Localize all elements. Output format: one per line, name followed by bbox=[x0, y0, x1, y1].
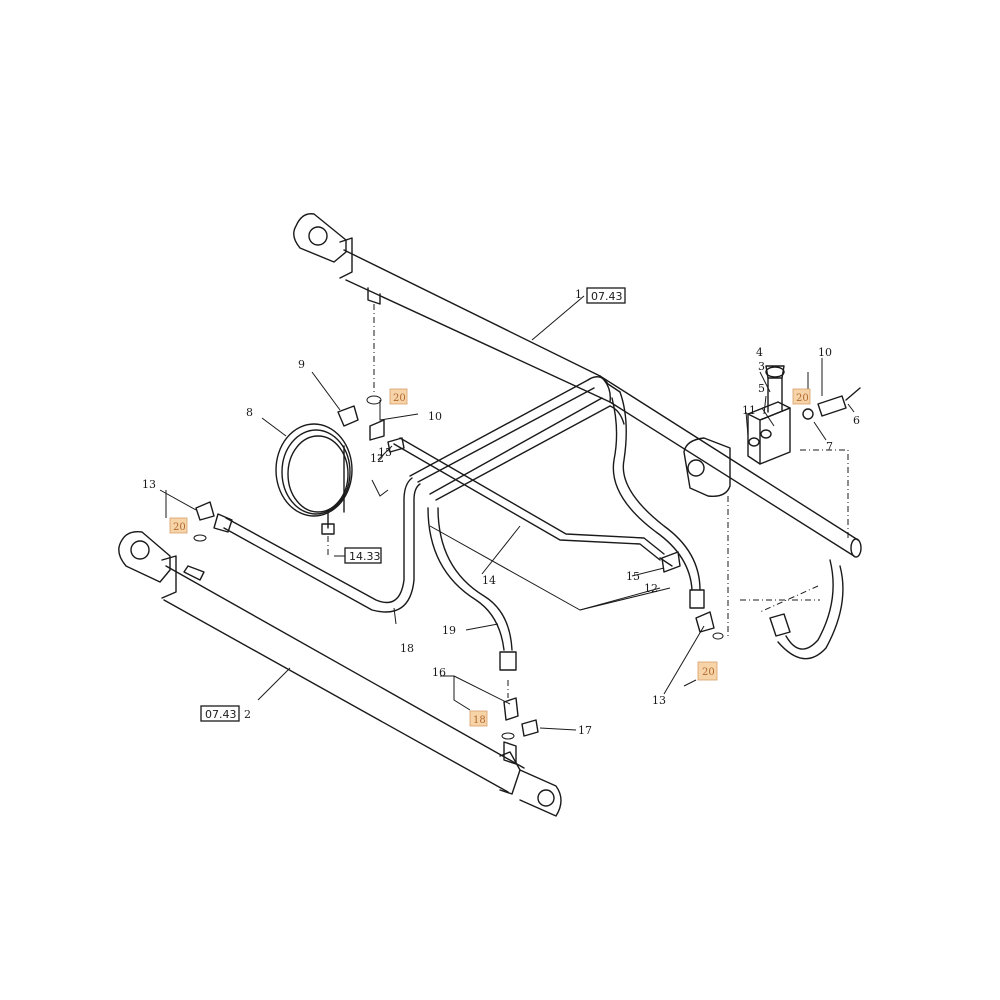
callout-7: 7 bbox=[826, 440, 833, 453]
highlight-label: 20 bbox=[173, 522, 186, 533]
callout-11: 11 bbox=[742, 404, 756, 417]
highlight-label: 20 bbox=[702, 667, 715, 678]
coil-hose bbox=[275, 423, 353, 535]
callout-1: 1 bbox=[575, 288, 582, 301]
bottom-cylinder bbox=[118, 530, 562, 817]
ref-box-top-cylinder[interactable]: 07.43 bbox=[586, 287, 626, 304]
ref-box-coil[interactable]: 14.33 bbox=[334, 547, 382, 564]
hose-19 bbox=[427, 507, 517, 671]
callout-10-right: 10 bbox=[818, 346, 832, 359]
ref-box-bottom-cylinder[interactable]: 07.43 bbox=[200, 705, 240, 722]
callout-8: 8 bbox=[246, 406, 253, 419]
callout-4: 4 bbox=[756, 346, 763, 359]
center-lines bbox=[327, 304, 849, 698]
callout-5: 5 bbox=[758, 382, 765, 395]
ref-label-coil: 14.33 bbox=[349, 550, 381, 563]
callout-15-left: 15 bbox=[378, 446, 392, 459]
highlight-label: 20 bbox=[393, 393, 406, 404]
callout-3: 3 bbox=[758, 360, 765, 373]
callout-numbers: 1 2 3 4 5 6 7 8 9 10 10 11 12 12 13 13 1… bbox=[142, 288, 860, 737]
ref-label-bottom: 07.43 bbox=[205, 708, 237, 721]
highlight-20-right[interactable]: 20 bbox=[792, 388, 811, 405]
ref-label-top: 07.43 bbox=[591, 290, 623, 303]
callout-18: 18 bbox=[400, 642, 414, 655]
callout-15-right: 15 bbox=[626, 570, 640, 583]
highlight-label: 18 bbox=[473, 715, 486, 726]
highlight-18-bottom[interactable]: 18 bbox=[469, 710, 488, 727]
swivel-housing bbox=[683, 437, 731, 497]
callout-14: 14 bbox=[482, 574, 496, 587]
callout-9: 9 bbox=[298, 358, 305, 371]
hose-18 bbox=[213, 477, 421, 613]
callout-16: 16 bbox=[432, 666, 446, 679]
callout-19: 19 bbox=[442, 624, 456, 637]
callout-2: 2 bbox=[244, 708, 251, 721]
highlight-20-top[interactable]: 20 bbox=[389, 388, 408, 405]
callout-13-right: 13 bbox=[652, 694, 666, 707]
fitting-right bbox=[802, 387, 861, 420]
callout-12-right: 12 bbox=[644, 582, 658, 595]
callout-6: 6 bbox=[853, 414, 860, 427]
callout-17: 17 bbox=[578, 724, 592, 737]
right-hoses bbox=[611, 391, 844, 660]
callout-12-left: 12 bbox=[370, 452, 384, 465]
callout-13-left: 13 bbox=[142, 478, 156, 491]
highlight-20-bottom-right[interactable]: 20 bbox=[697, 661, 718, 681]
leader-lines bbox=[159, 295, 855, 731]
cross-tubes bbox=[393, 376, 673, 567]
top-cylinder bbox=[293, 213, 862, 558]
callout-10-top: 10 bbox=[428, 410, 442, 423]
fittings bbox=[193, 395, 724, 740]
highlight-label: 20 bbox=[796, 393, 809, 404]
valve-block bbox=[747, 365, 791, 465]
highlight-20-left[interactable]: 20 bbox=[169, 517, 188, 534]
